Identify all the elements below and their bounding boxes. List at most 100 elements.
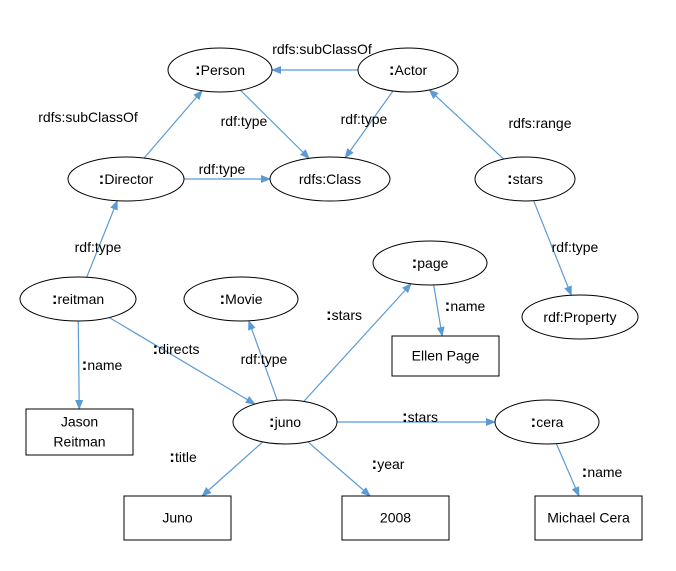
edge-label-cera-to-michael-cera: :name: [582, 462, 623, 481]
node-director: :Director: [67, 156, 185, 202]
node-rdf-property-ellipse: [521, 294, 639, 340]
edge-person-to-rdfs-class: [239, 89, 310, 160]
edge-label-reitman-to-juno-text: directs: [158, 341, 199, 357]
node-actor-label: :Actor: [389, 60, 428, 79]
edge-label-reitman-to-juno: :directs: [153, 339, 200, 358]
node-person-label: :Person: [195, 60, 245, 79]
edge-label-juno-to-year-2008-prefix: :: [372, 454, 378, 473]
node-jason-reitman-line-0: Jason: [61, 414, 98, 430]
edge-cera-to-michael-cera: [555, 443, 580, 497]
node-movie: :Movie: [183, 276, 299, 322]
edge-label-director-to-person-text: rdfs:subClassOf: [38, 109, 138, 125]
edge-label-actor-to-rdfs-class: rdf:type: [341, 111, 388, 127]
node-director-ellipse: [67, 156, 185, 202]
node-page-label-text: page: [417, 255, 448, 271]
node-page-label-prefix: :: [412, 253, 418, 272]
edge-label-stars-prop-to-rdf-property: rdf:type: [552, 239, 599, 255]
edge-juno-to-juno-title: [201, 441, 264, 497]
edge-label-juno-to-juno-title-prefix: :: [169, 447, 175, 466]
node-rdfs-class-ellipse: [269, 156, 391, 202]
edge-juno-to-year-2008: [307, 441, 371, 497]
node-person: :Person: [167, 47, 273, 93]
node-ellen-page-line-0: Ellen Page: [412, 348, 480, 364]
node-stars-prop-label-text: stars: [513, 171, 543, 187]
node-ellen-page: Ellen Page: [391, 335, 500, 377]
node-juno: :juno: [232, 399, 338, 445]
edge-label-juno-to-page: :stars: [326, 305, 362, 324]
node-actor: :Actor: [357, 47, 459, 93]
edge-label-juno-to-movie-text: rdf:type: [241, 351, 288, 367]
edge-label-juno-to-cera-prefix: :: [402, 407, 408, 426]
node-michael-cera-box: [534, 495, 643, 541]
node-juno-label: :juno: [269, 412, 301, 431]
node-rdfs-class-label-text: rdfs:Class: [299, 171, 361, 187]
node-rdf-property-label: rdf:Property: [543, 309, 616, 325]
node-cera-label-text: cera: [536, 414, 563, 430]
node-person-label-text: Person: [201, 62, 245, 78]
node-juno-ellipse: [232, 399, 338, 445]
node-michael-cera-line-0: Michael Cera: [547, 510, 630, 526]
edge-label-director-to-person: rdfs:subClassOf: [38, 109, 138, 125]
edge-label-stars-prop-to-actor-text: rdfs:range: [508, 115, 571, 131]
node-rdfs-class: rdfs:Class: [269, 156, 391, 202]
node-movie-label-text: Movie: [225, 291, 263, 307]
node-reitman-ellipse: [19, 276, 137, 322]
node-michael-cera: Michael Cera: [534, 495, 643, 541]
edge-label-person-to-rdfs-class: rdf:type: [221, 113, 268, 129]
node-juno-label-prefix: :: [269, 412, 275, 431]
edge-stars-prop-to-actor: [428, 89, 505, 160]
node-cera-label: :cera: [531, 412, 564, 431]
node-page: :page: [372, 240, 488, 286]
node-page-label: :page: [412, 253, 449, 272]
edge-label-juno-to-year-2008-text: year: [377, 456, 405, 472]
edge-label-stars-prop-to-rdf-property-text: rdf:type: [552, 239, 599, 255]
node-juno-title-line-0: Juno: [162, 510, 193, 526]
edge-actor-to-rdfs-class: [344, 90, 394, 159]
edge-label-page-to-ellen-page: :name: [445, 296, 486, 315]
edge-label-juno-to-cera: :stars: [402, 407, 438, 426]
edge-label-page-to-ellen-page-text: name: [450, 298, 485, 314]
node-year-2008: 2008: [341, 495, 450, 541]
node-year-2008-line-0: 2008: [380, 510, 411, 526]
node-movie-label: :Movie: [219, 289, 262, 308]
node-juno-label-text: juno: [274, 414, 302, 430]
edge-label-actor-to-person-text: rdfs:subClassOf: [272, 41, 372, 57]
edge-label-director-to-rdfs-class: rdf:type: [199, 161, 246, 177]
node-reitman-label-prefix: :: [52, 289, 58, 308]
node-movie-ellipse: [183, 276, 299, 322]
edge-label-juno-to-movie: rdf:type: [241, 351, 288, 367]
edge-juno-to-movie: [248, 319, 278, 401]
edge-director-to-person: [143, 89, 203, 159]
node-rdf-property-label-text: rdf:Property: [543, 309, 616, 325]
edge-label-page-to-ellen-page-prefix: :: [445, 296, 451, 315]
edge-label-cera-to-michael-cera-prefix: :: [582, 462, 588, 481]
node-juno-title-box: [123, 495, 232, 541]
edge-label-juno-to-page-text: stars: [332, 307, 362, 323]
edge-label-reitman-to-jason-reitman-text: name: [87, 357, 122, 373]
node-year-2008-box: [341, 495, 450, 541]
edge-label-stars-prop-to-actor: rdfs:range: [508, 115, 571, 131]
edge-label-reitman-to-juno-prefix: :: [153, 339, 159, 358]
node-actor-ellipse: [357, 47, 459, 93]
edge-stars-prop-to-rdf-property: [533, 200, 572, 297]
node-page-ellipse: [372, 240, 488, 286]
edge-page-to-ellen-page: [433, 284, 445, 337]
node-cera-ellipse: [494, 399, 600, 445]
node-stars-prop-label: :stars: [507, 169, 543, 188]
edges-layer: [75, 66, 580, 497]
node-person-ellipse: [167, 47, 273, 93]
node-stars-prop-label-prefix: :: [507, 169, 513, 188]
node-cera-label-prefix: :: [531, 412, 537, 431]
node-stars-prop-ellipse: [474, 156, 576, 202]
edge-reitman-to-juno: [108, 317, 256, 405]
edge-label-reitman-to-jason-reitman-prefix: :: [82, 355, 88, 374]
node-reitman-label: :reitman: [52, 289, 104, 308]
edge-label-cera-to-michael-cera-text: name: [587, 464, 622, 480]
node-ellen-page-box: [391, 335, 500, 377]
node-director-label-text: Director: [104, 171, 153, 187]
node-person-label-prefix: :: [195, 60, 201, 79]
node-juno-title: Juno: [123, 495, 232, 541]
edge-label-reitman-to-director-text: rdf:type: [75, 239, 122, 255]
